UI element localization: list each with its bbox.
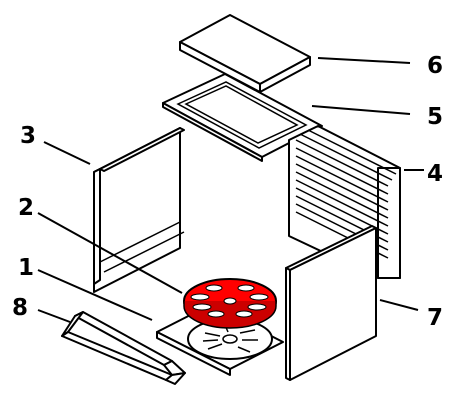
red-disc-slots bbox=[190, 284, 269, 318]
leader-1 bbox=[37, 269, 153, 321]
part-1-base-plate bbox=[156, 304, 284, 376]
leader-lines bbox=[37, 57, 424, 323]
callout-1: 1 bbox=[18, 255, 34, 281]
leader-2 bbox=[37, 212, 183, 294]
callout-4: 4 bbox=[427, 161, 443, 187]
callout-labels: 1 2 3 4 5 6 7 8 bbox=[12, 53, 443, 331]
callout-2: 2 bbox=[18, 195, 34, 221]
callout-5: 5 bbox=[427, 104, 443, 130]
part-3-left-side-panel bbox=[93, 127, 185, 293]
callout-8: 8 bbox=[12, 295, 28, 321]
part-7-front-panel bbox=[285, 225, 377, 381]
part-8-bottom-bar bbox=[61, 311, 186, 385]
callout-7: 7 bbox=[427, 305, 443, 331]
leader-3 bbox=[43, 141, 91, 165]
callout-3: 3 bbox=[20, 123, 36, 149]
part-2-red-grate-disc bbox=[183, 278, 277, 329]
leader-6 bbox=[317, 57, 411, 64]
leader-5 bbox=[311, 105, 411, 115]
part-5-top-frame bbox=[162, 73, 323, 162]
part-6-top-plate bbox=[179, 14, 311, 93]
leader-7 bbox=[379, 299, 419, 311]
callout-6: 6 bbox=[427, 53, 443, 79]
leader-8 bbox=[37, 309, 71, 323]
